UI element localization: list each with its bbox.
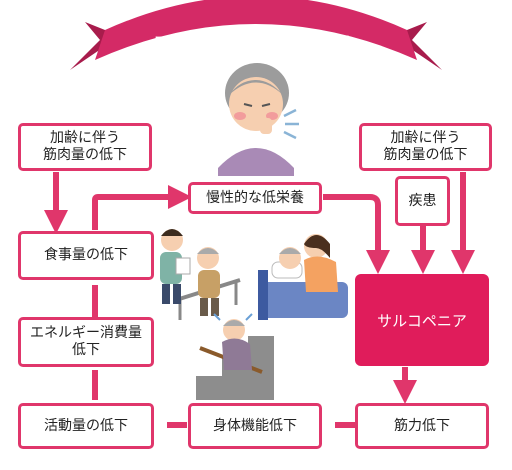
node-undernutrition: 慢性的な低栄養: [188, 182, 322, 214]
stair-fall-illustration: [196, 313, 274, 400]
elderly-coughing-woman-illustration: [218, 63, 299, 176]
walking-rehab-illustration: [160, 229, 241, 320]
node-activity: 活動量の低下: [18, 403, 154, 449]
node-aging-right: 加齢に伴う 筋肉量の低下: [359, 123, 492, 171]
node-energy: エネルギー消費量 低下: [18, 317, 154, 367]
title-banner: [70, 0, 442, 70]
arrow-undernutrition-to-sarcopenia: [323, 194, 390, 274]
node-aging-left: 加齢に伴う 筋肉量の低下: [18, 123, 152, 171]
node-physical: 身体機能低下: [188, 403, 322, 449]
node-strength: 筋力低下: [355, 403, 489, 449]
arrow-food-to-undernutrition: [92, 185, 192, 230]
node-sarcopenia: サルコペニア: [355, 274, 489, 366]
node-disease: 疾患: [395, 176, 450, 226]
banner-title: フレイルサイクル: [152, 32, 360, 60]
bedridden-care-illustration: [258, 234, 348, 320]
node-food-intake: 食事量の低下: [18, 231, 154, 280]
